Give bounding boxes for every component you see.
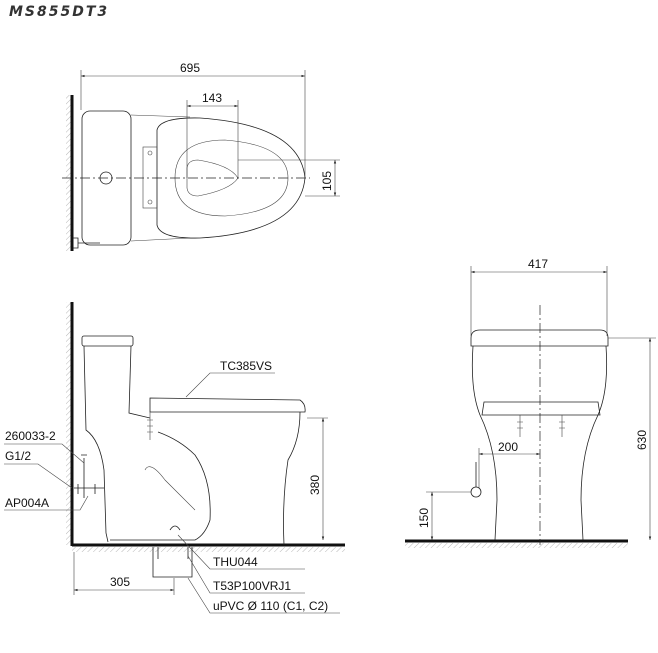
dim-200: 200 bbox=[498, 440, 518, 454]
label-pipe: uPVC Ø 110 (C1, C2) bbox=[213, 599, 328, 613]
model-title: MS855DT3 bbox=[9, 4, 110, 20]
label-hose-model: 260033-2 bbox=[5, 429, 56, 443]
side-view: 380 305 TC385VS 260033-2 G1/2 AP004A THU… bbox=[4, 302, 345, 614]
dim-630: 630 bbox=[635, 430, 649, 450]
dim-380: 380 bbox=[308, 475, 322, 495]
label-flange-model: THU044 bbox=[213, 555, 258, 569]
dim-695: 695 bbox=[180, 61, 200, 75]
dim-150: 150 bbox=[417, 508, 431, 528]
dim-143: 143 bbox=[202, 91, 222, 105]
dim-417: 417 bbox=[528, 257, 548, 271]
front-view: 417 630 200 150 bbox=[405, 257, 656, 548]
label-seat-model: TC385VS bbox=[220, 359, 272, 373]
dim-305: 305 bbox=[110, 575, 130, 589]
top-view: 695 143 105 bbox=[62, 61, 340, 251]
label-thread: G1/2 bbox=[5, 449, 31, 463]
dim-105: 105 bbox=[320, 171, 334, 191]
label-adapter-model: T53P100VRJ1 bbox=[213, 579, 291, 593]
label-valve-model: AP004A bbox=[5, 496, 49, 510]
